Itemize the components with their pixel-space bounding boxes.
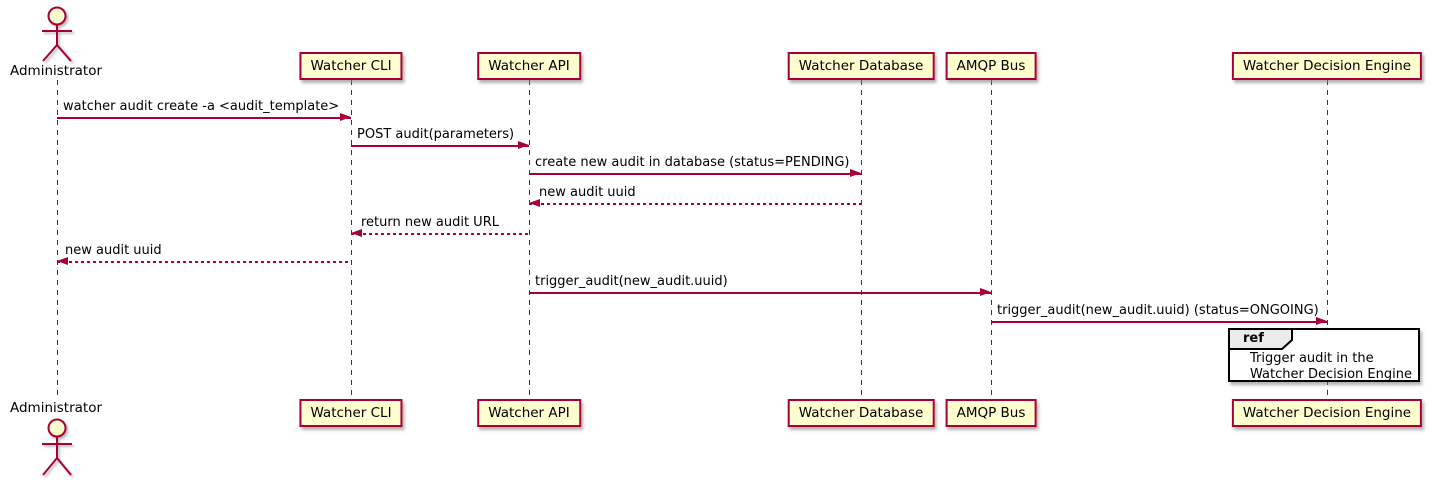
message-7-line <box>529 292 991 294</box>
ref-text-line2: Watcher Decision Engine <box>1250 367 1412 382</box>
arrowhead-right-icon <box>980 288 991 296</box>
message-4-label: new audit uuid <box>539 185 636 200</box>
message-6-label: new audit uuid <box>65 243 162 258</box>
participant-watcher-database-top: Watcher Database <box>787 52 935 80</box>
lifeline-amqp-bus <box>990 80 992 399</box>
ref-text-line1: Trigger audit in the <box>1250 351 1374 366</box>
participant-watcher-decision-engine-top: Watcher Decision Engine <box>1231 52 1423 80</box>
arrowhead-right-icon <box>1316 317 1327 325</box>
message-1-label: watcher audit create -a <audit_template> <box>63 99 340 114</box>
arrowhead-left-icon <box>351 229 362 237</box>
arrowhead-left-icon <box>529 199 540 207</box>
message-5-line <box>351 233 529 235</box>
participant-amqp-bus-bottom: AMQP Bus <box>945 399 1037 427</box>
actor-label-bottom: Administrator <box>9 400 103 416</box>
arrowhead-right-icon <box>850 169 861 177</box>
message-2-label: POST audit(parameters) <box>357 127 515 142</box>
message-3-line <box>529 173 861 175</box>
participant-watcher-api-bottom: Watcher API <box>477 399 581 427</box>
ref-tab-icon <box>1228 328 1293 350</box>
participant-watcher-cli-bottom: Watcher CLI <box>299 399 403 427</box>
arrowhead-right-icon <box>518 141 529 149</box>
ref-fragment: ref Trigger audit in the Watcher Decisio… <box>1228 328 1420 382</box>
message-4-line <box>529 203 861 205</box>
message-7-label: trigger_audit(new_audit.uuid) <box>535 274 728 289</box>
lifeline-watcher-cli <box>350 80 352 399</box>
actor-icon <box>42 418 72 476</box>
lifeline-watcher-database <box>860 80 862 399</box>
lifeline-administrator <box>56 80 58 400</box>
lifeline-watcher-api <box>528 80 530 399</box>
arrowhead-left-icon <box>57 257 68 265</box>
ref-keyword: ref <box>1243 331 1264 346</box>
participant-watcher-api-top: Watcher API <box>477 52 581 80</box>
message-5-label: return new audit URL <box>361 215 499 230</box>
actor-label-top: Administrator <box>9 63 103 79</box>
message-2-line <box>351 145 529 147</box>
message-8-label: trigger_audit(new_audit.uuid) (status=ON… <box>997 303 1319 318</box>
participant-watcher-cli-top: Watcher CLI <box>299 52 403 80</box>
actor-icon <box>42 6 72 62</box>
message-3-label: create new audit in database (status=PEN… <box>535 155 850 170</box>
participant-amqp-bus-top: AMQP Bus <box>945 52 1037 80</box>
message-6-line <box>57 261 351 263</box>
participant-watcher-decision-engine-bottom: Watcher Decision Engine <box>1231 399 1423 427</box>
lifeline-watcher-decision-engine <box>1326 80 1328 399</box>
message-1-line <box>57 117 351 119</box>
participant-watcher-database-bottom: Watcher Database <box>787 399 935 427</box>
message-8-line <box>991 321 1327 323</box>
arrowhead-right-icon <box>340 113 351 121</box>
